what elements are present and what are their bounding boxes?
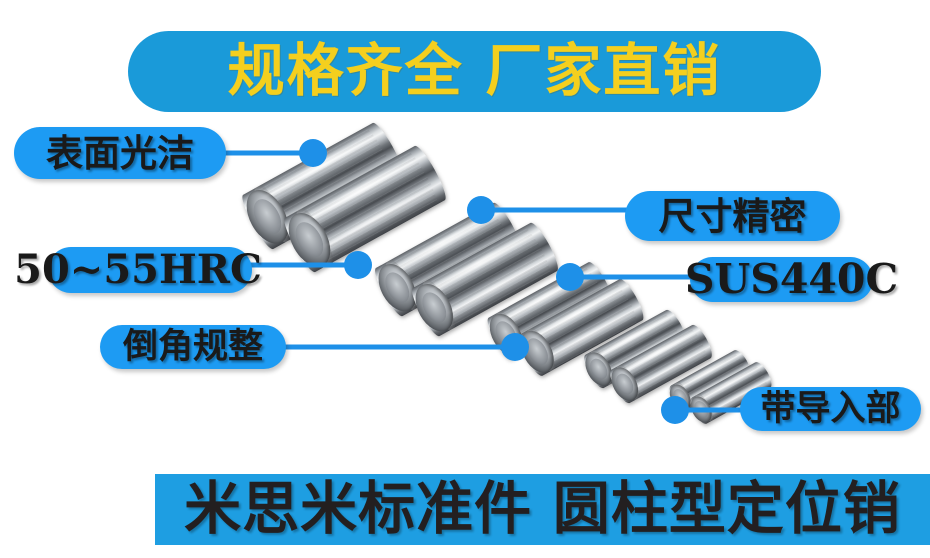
top-banner-text: 规格齐全 厂家直销 [227, 38, 722, 104]
callout-chamfer[interactable]: 倒角规整 [100, 325, 286, 369]
top-banner: 规格齐全 厂家直销 [128, 31, 821, 112]
callout-lead-in[interactable]: 带导入部 [740, 387, 921, 431]
callout-hardness[interactable]: 50~55HRC [14, 247, 262, 293]
leader-dot-lead-in [661, 396, 689, 424]
callout-label: SUS440C [684, 255, 899, 303]
callout-surface-finish[interactable]: 表面光洁 [14, 127, 226, 179]
leader-dot-chamfer [501, 333, 529, 361]
callout-dimensional-precision[interactable]: 尺寸精密 [625, 191, 840, 241]
callout-material[interactable]: SUS440C [685, 257, 898, 302]
callout-label: 尺寸精密 [658, 194, 807, 238]
callout-label: 倒角规整 [122, 326, 263, 367]
leader-dot-hardness [344, 251, 372, 279]
bottom-banner: 米思米标准件 圆柱型定位销 [155, 474, 930, 545]
callout-label: 带导入部 [760, 388, 901, 429]
leader-dot-surface [299, 139, 327, 167]
callout-label: 50~55HRC [14, 246, 262, 293]
leader-dot-material [556, 263, 584, 291]
callout-label: 表面光洁 [46, 131, 194, 175]
bottom-banner-text: 米思米标准件 圆柱型定位销 [184, 476, 901, 542]
leader-dot-precision [467, 196, 495, 224]
